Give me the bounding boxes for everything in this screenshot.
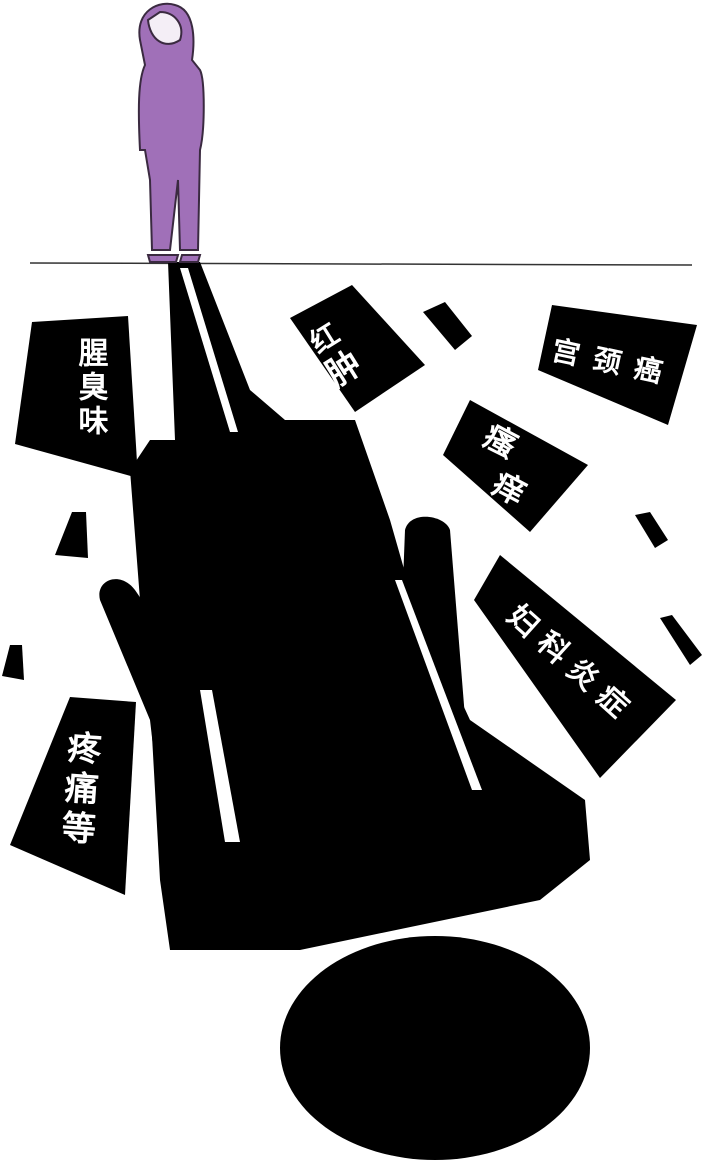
shadow-gap — [180, 268, 238, 432]
shadow-gap — [395, 580, 482, 790]
shadow-head — [280, 936, 590, 1160]
shadow-gap — [200, 690, 240, 842]
shadow-fragments — [2, 302, 702, 680]
symptom-block-3: 宫颈癌 — [538, 305, 697, 425]
girl-figure — [137, 2, 205, 263]
horizon-line — [29, 262, 693, 266]
symptom-block-6: 疼痛等 — [10, 697, 136, 895]
girl-face — [146, 10, 183, 45]
symptom-label: 疼痛等 — [54, 729, 102, 852]
symptom-block-4: 瘙 痒 — [443, 400, 588, 532]
symptom-label: 腥臭味 — [73, 337, 109, 439]
symptom-block-1: 腥臭味 — [15, 316, 138, 478]
symptom-block-2: 红 肿 — [290, 285, 425, 412]
